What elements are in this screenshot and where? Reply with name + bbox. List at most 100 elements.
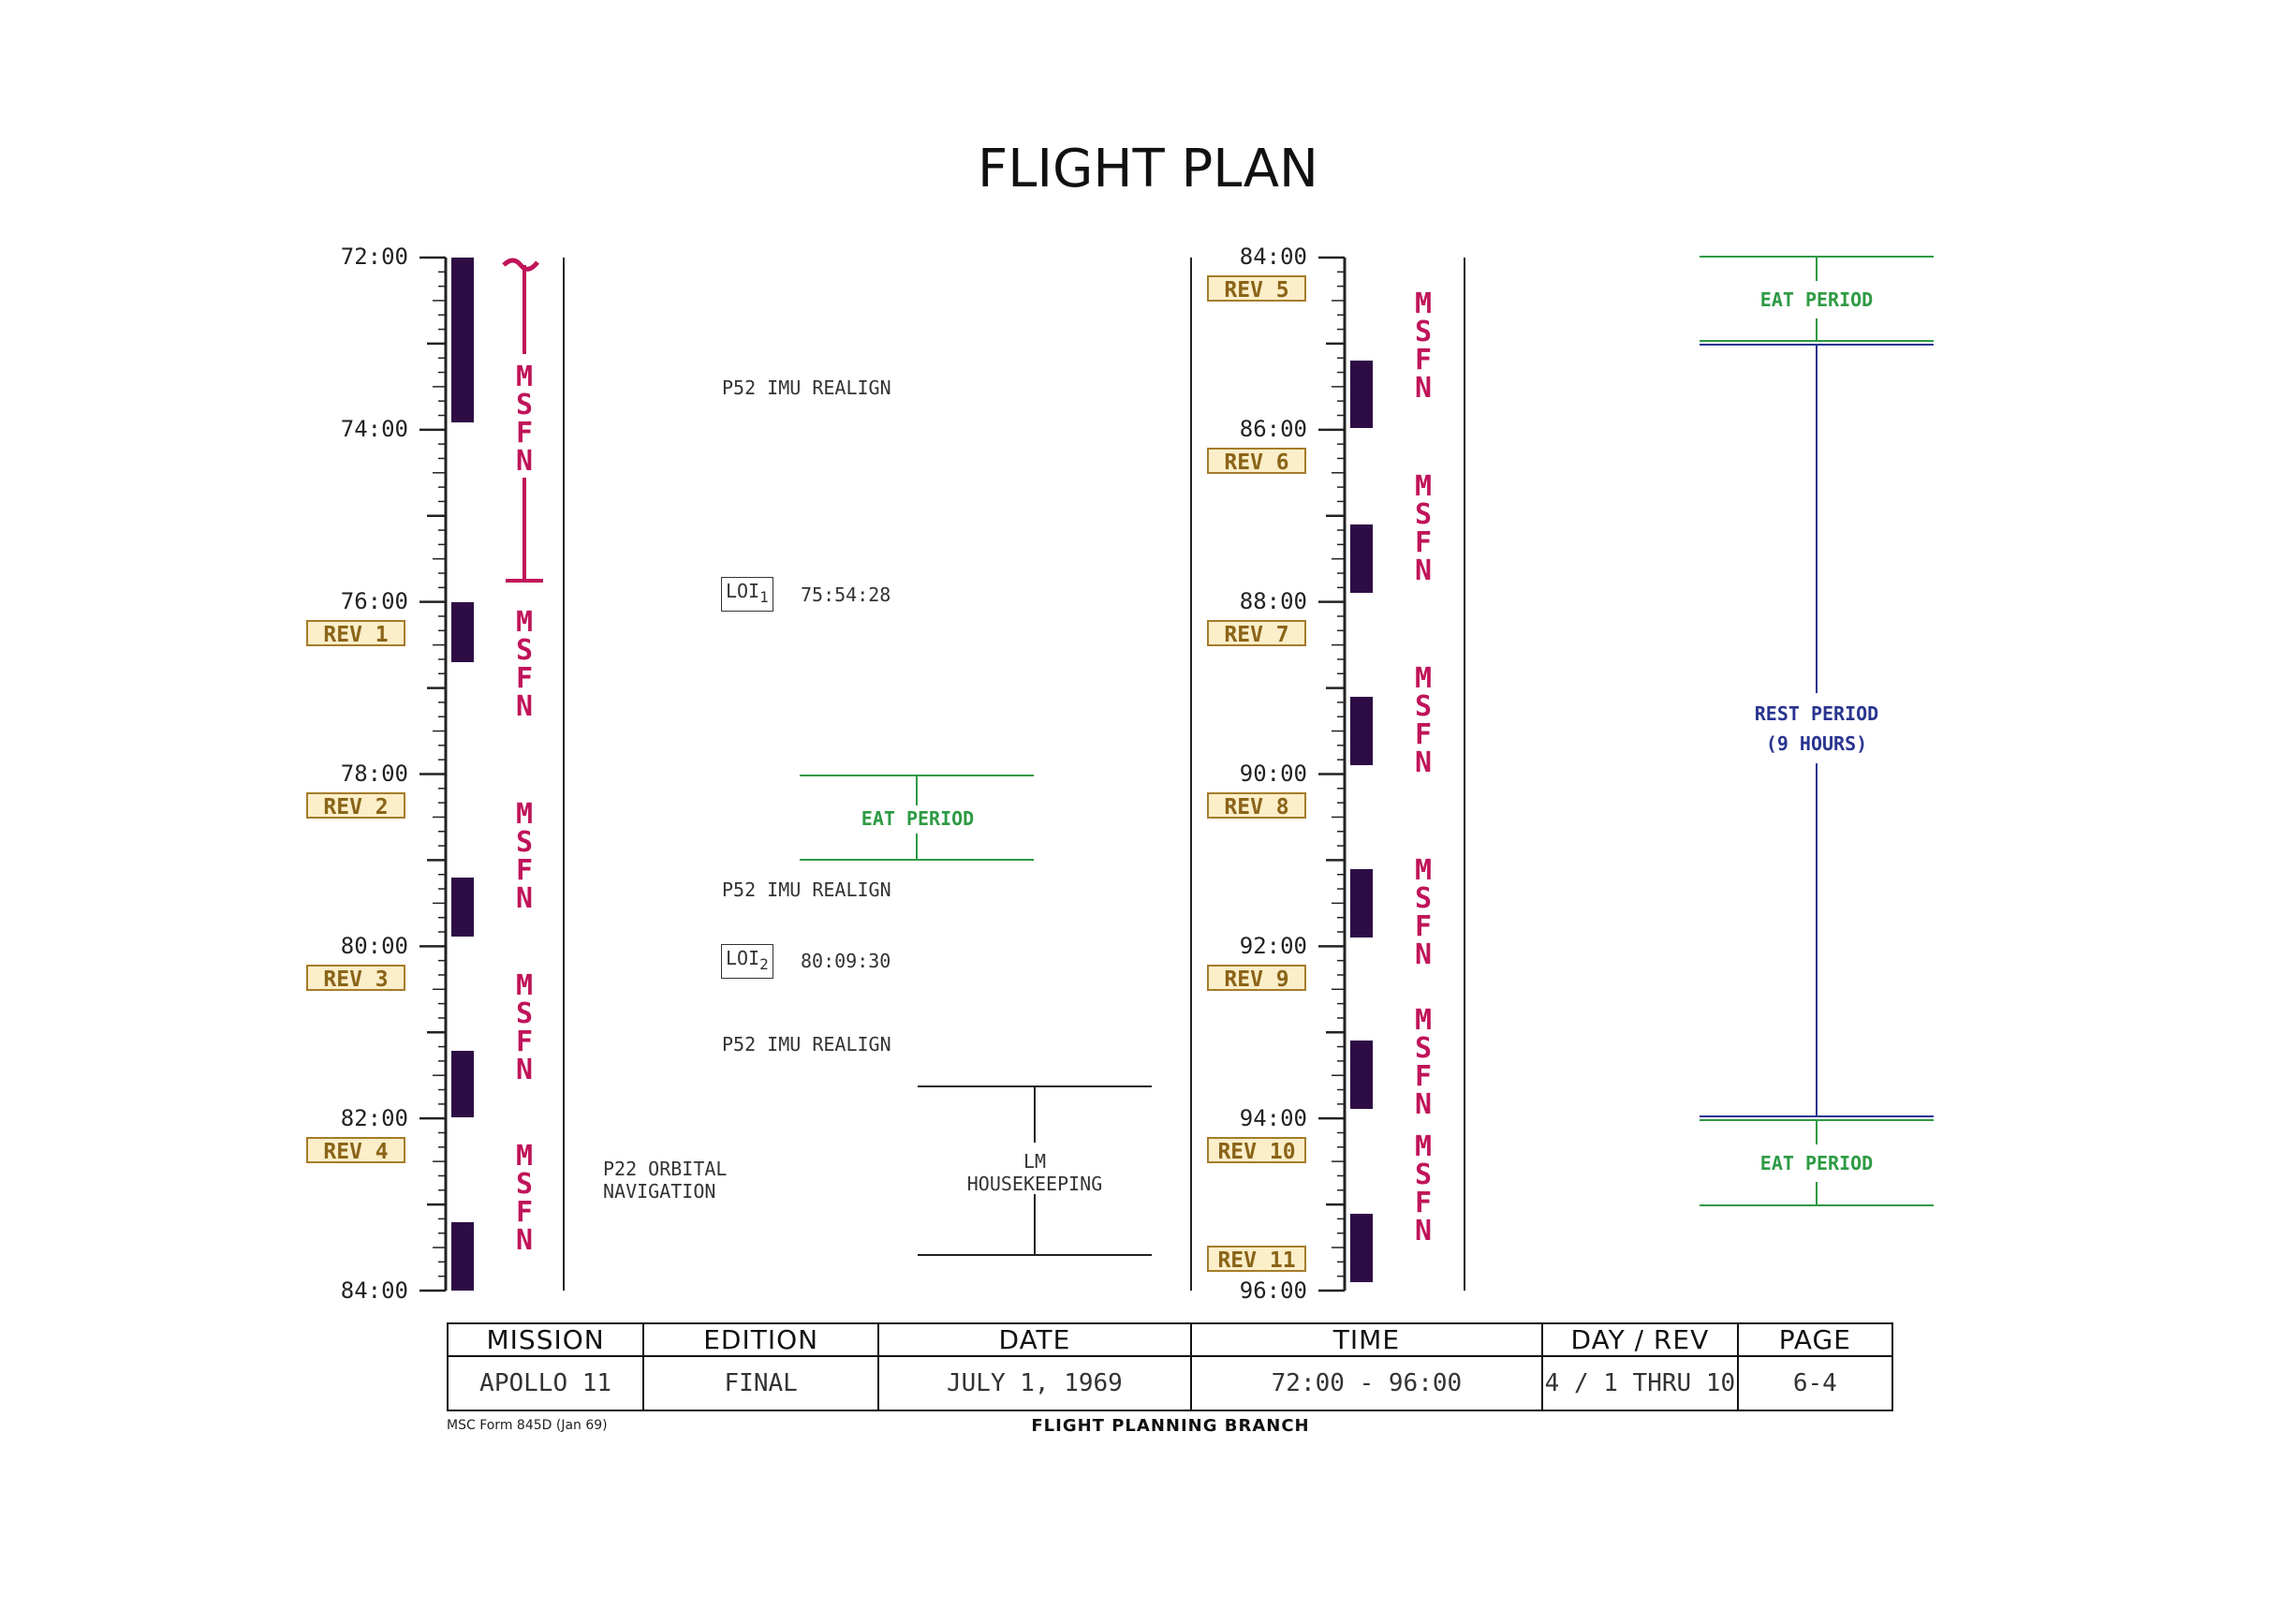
- msfn-letter: S: [1414, 1159, 1433, 1191]
- loi1-box: LOI1: [721, 577, 773, 612]
- left-dark-block: [451, 258, 474, 422]
- right-dark-block: [1350, 1041, 1373, 1109]
- header-date: DATE: [877, 1322, 1192, 1357]
- msfn-letter: S: [515, 634, 534, 667]
- loi2-label: LOI: [726, 947, 760, 969]
- lm-housekeeping-line1: LM: [1023, 1150, 1047, 1173]
- left-time-label: 80:00: [340, 933, 408, 959]
- rev-badge: REV 1: [306, 620, 405, 647]
- msfn-letter: S: [1414, 498, 1433, 531]
- msfn-letter: N: [1414, 1088, 1433, 1121]
- eat-period-label: EAT PERIOD: [861, 807, 975, 830]
- value-date: JULY 1, 1969: [877, 1355, 1192, 1411]
- loi2-time: 80:09:30: [801, 950, 891, 972]
- msfn-letter: F: [1414, 910, 1433, 943]
- right-dark-block: [1350, 361, 1373, 428]
- right-dark-block: [1350, 869, 1373, 937]
- loi1-time: 75:54:28: [801, 583, 891, 606]
- eat-period-label: EAT PERIOD: [1759, 1152, 1874, 1174]
- right-time-label: 90:00: [1239, 760, 1307, 787]
- activity-p22-line2: NAVIGATION: [603, 1180, 716, 1203]
- rev-badge: REV 11: [1207, 1246, 1306, 1273]
- header-day-rev: DAY / REV: [1541, 1322, 1739, 1357]
- rev-badge: REV 5: [1207, 275, 1306, 303]
- right-time-label: 96:00: [1239, 1277, 1307, 1304]
- msfn-letter: N: [1414, 554, 1433, 587]
- activity-p52-imu-realign: P52 IMU REALIGN: [722, 878, 891, 901]
- rev-badge: REV 4: [306, 1137, 405, 1164]
- right-dark-block: [1350, 697, 1373, 765]
- header-mission: MISSION: [446, 1322, 645, 1357]
- mission-info-table: MISSION EDITION DATE TIME DAY / REV PAGE…: [446, 1322, 1894, 1411]
- rev-badge: REV 9: [1207, 965, 1306, 992]
- lm-housekeeping-line2: HOUSEKEEPING: [966, 1173, 1103, 1195]
- left-time-label: 72:00: [340, 244, 408, 270]
- msfn-letter: F: [1414, 344, 1433, 376]
- right-dark-block: [1350, 524, 1373, 593]
- msfn-letter: M: [1414, 470, 1433, 503]
- msfn-letter: S: [515, 1168, 534, 1201]
- msfn-tilde: [502, 258, 539, 272]
- msfn-letter: N: [1414, 1215, 1433, 1248]
- left-dark-block: [451, 1222, 474, 1291]
- activity-p52-imu-realign: P52 IMU REALIGN: [722, 1033, 891, 1056]
- msfn-letter: N: [515, 1224, 534, 1257]
- msfn-letter: N: [1414, 746, 1433, 779]
- msfn-letter: F: [515, 1196, 534, 1229]
- left-time-label: 74:00: [340, 416, 408, 442]
- value-edition: FINAL: [642, 1355, 880, 1411]
- msfn-letter: N: [1414, 372, 1433, 405]
- msfn-letter: N: [515, 690, 534, 723]
- loi2-subscript: 2: [759, 955, 769, 973]
- rev-badge: REV 2: [306, 792, 405, 819]
- activity-p52-imu-realign: P52 IMU REALIGN: [722, 376, 891, 399]
- rev-badge: REV 6: [1207, 448, 1306, 475]
- msfn-letter: F: [1414, 1187, 1433, 1219]
- left-dark-block: [451, 602, 474, 662]
- right-time-label: 94:00: [1239, 1105, 1307, 1131]
- msfn-letter: M: [515, 1140, 534, 1173]
- value-mission: APOLLO 11: [446, 1355, 645, 1411]
- msfn-letter: F: [1414, 718, 1433, 751]
- left-time-label: 78:00: [340, 760, 408, 787]
- loi1-label: LOI: [726, 580, 760, 602]
- rest-period-label: REST PERIOD: [1754, 702, 1879, 725]
- loi2-box: LOI2: [721, 944, 773, 979]
- msfn-letter: M: [515, 798, 534, 831]
- left-time-label: 82:00: [340, 1105, 408, 1131]
- msfn-letter: M: [1414, 1004, 1433, 1037]
- msfn-letter: M: [515, 606, 534, 639]
- left-dark-block: [451, 878, 474, 937]
- msfn-letter: S: [1414, 1032, 1433, 1065]
- msfn-letter: N: [515, 882, 534, 915]
- msfn-letter: M: [1414, 662, 1433, 695]
- rev-badge: REV 10: [1207, 1137, 1306, 1164]
- rev-badge: REV 3: [306, 965, 405, 992]
- value-page: 6-4: [1736, 1355, 1894, 1411]
- msfn-letter: M: [515, 361, 534, 393]
- right-time-label: 92:00: [1239, 933, 1307, 959]
- header-edition: EDITION: [642, 1322, 880, 1357]
- msfn-letter: S: [515, 826, 534, 859]
- value-time: 72:00 - 96:00: [1189, 1355, 1544, 1411]
- value-day-rev: 4 / 1 THRU 10: [1541, 1355, 1739, 1411]
- loi1-subscript: 1: [759, 588, 769, 606]
- page-title: FLIGHT PLAN: [978, 139, 1318, 199]
- activity-p22-line1: P22 ORBITAL: [603, 1158, 728, 1180]
- msfn-letter: F: [515, 662, 534, 695]
- right-time-scale: [1318, 256, 1347, 1292]
- left-time-label: 84:00: [340, 1277, 408, 1304]
- flight-planning-branch: FLIGHT PLANNING BRANCH: [1031, 1416, 1310, 1436]
- msfn-letter: N: [515, 1054, 534, 1086]
- msfn-letter: F: [1414, 1060, 1433, 1093]
- right-time-label: 88:00: [1239, 588, 1307, 614]
- msfn-letter: M: [1414, 854, 1433, 887]
- msfn-letter: M: [1414, 288, 1433, 320]
- msfn-letter: S: [515, 997, 534, 1030]
- msfn-letter: N: [515, 445, 534, 478]
- left-dark-block: [451, 1051, 474, 1117]
- header-page: PAGE: [1736, 1322, 1894, 1357]
- msfn-letter: S: [515, 389, 534, 421]
- msfn-letter: F: [1414, 526, 1433, 559]
